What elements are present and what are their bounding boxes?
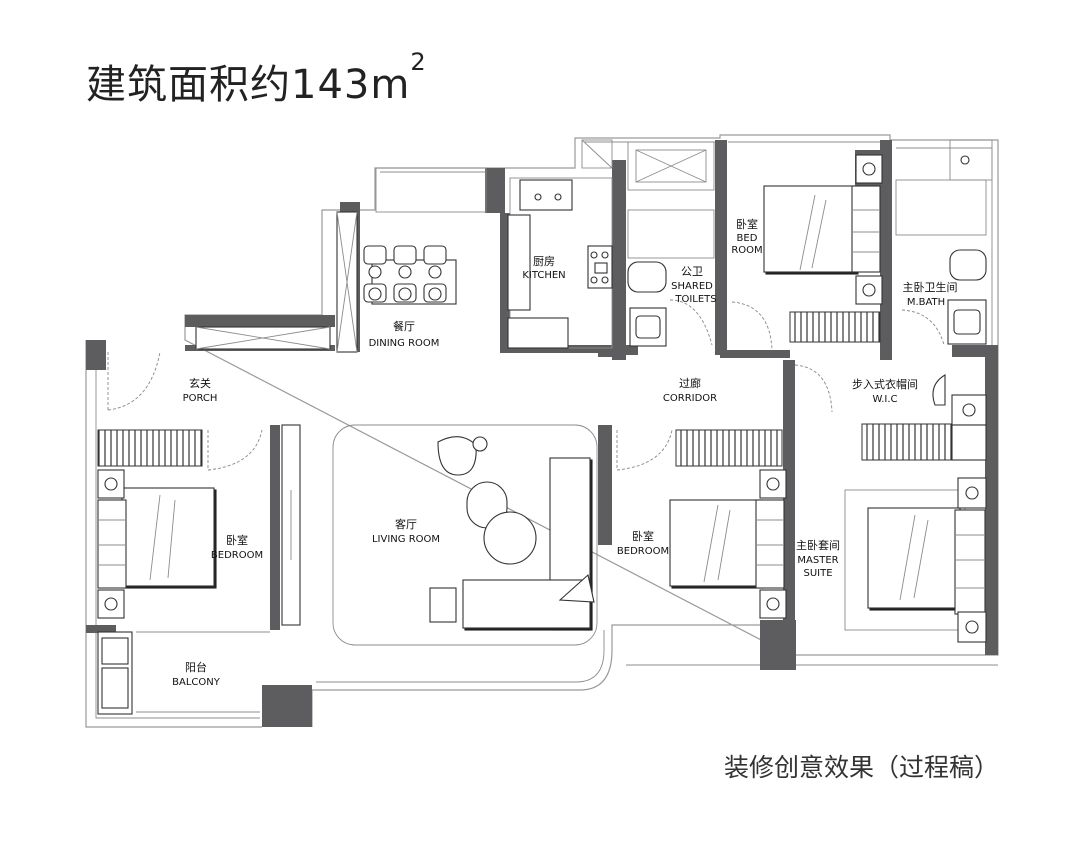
sofa-short [462, 579, 591, 629]
armchair [429, 587, 457, 623]
label-kitchen-cn: 厨房 [533, 255, 555, 268]
top-bedroom-area [731, 154, 883, 351]
label-kitchen-en: KITCHEN [522, 270, 565, 281]
room-labels: 餐厅 DINING ROOM 厨房 KITCHEN 公卫 SHARED TOIL… [172, 217, 957, 688]
left-bedroom-area [97, 424, 301, 626]
mid-bedroom-area [616, 429, 787, 619]
master-suite-area [844, 477, 987, 643]
title-text: 建筑面积约143m [86, 62, 411, 108]
wardrobe-top [789, 311, 881, 343]
toilet-master [949, 249, 987, 281]
label-bedroom-left-en: BEDROOM [211, 550, 263, 561]
label-master-suite-en1: MASTER [797, 555, 838, 566]
label-mbath-en: M.BATH [907, 297, 945, 308]
label-bedroom-mid-en: BEDROOM [617, 546, 669, 557]
bed-mid [669, 499, 763, 587]
label-wic-en: W.I.C [872, 394, 897, 405]
label-wic-cn: 步入式衣帽间 [852, 377, 918, 391]
label-master-suite-en2: SUITE [803, 568, 832, 579]
label-shared-toilet-en1: SHARED [671, 281, 713, 292]
label-bedroom-top-en1: BED [737, 233, 758, 244]
kitchen-area [507, 177, 613, 349]
label-living-en: LIVING ROOM [372, 534, 440, 545]
dining-area [195, 167, 487, 353]
label-bedroom-left-cn: 卧室 [226, 533, 248, 547]
wic-area [794, 364, 987, 461]
bed-top [763, 185, 857, 273]
label-bedroom-top-en2: ROOM [731, 245, 762, 256]
dining-chairs [363, 245, 447, 303]
wardrobe-mid [675, 429, 783, 467]
label-balcony-en: BALCONY [172, 677, 221, 688]
living-room-area [332, 424, 598, 646]
outer-outline [85, 134, 999, 728]
toilet-shared [627, 261, 667, 293]
label-bedroom-top-cn: 卧室 [736, 217, 758, 231]
balcony-area [97, 631, 270, 715]
label-master-suite-cn: 主卧套间 [796, 539, 840, 552]
label-living-cn: 客厅 [395, 517, 417, 531]
caption: 装修创意效果（过程稿） [724, 753, 1000, 782]
bed-left [121, 487, 215, 587]
wardrobe-left [97, 429, 203, 467]
label-porch-cn: 玄关 [189, 376, 211, 390]
label-dining-cn: 餐厅 [393, 319, 415, 333]
kitchen-sink [519, 179, 573, 211]
label-balcony-cn: 阳台 [185, 660, 207, 674]
coffee-table [483, 511, 537, 565]
wic-wardrobe [861, 423, 953, 461]
label-dining-en: DINING ROOM [369, 338, 440, 349]
walls [86, 140, 998, 727]
label-corridor-cn: 过廊 [679, 376, 701, 390]
label-shared-toilet-cn: 公卫 [681, 265, 703, 278]
page-title: 建筑面积约143m2 [86, 48, 427, 110]
bed-master [867, 507, 961, 609]
label-mbath-cn: 主卧卫生间 [903, 280, 958, 294]
label-shared-toilet-en2: TOILETS [674, 294, 716, 305]
shared-toilet-area [581, 139, 715, 347]
label-porch-en: PORCH [183, 393, 218, 404]
label-bedroom-mid-cn: 卧室 [632, 529, 654, 543]
label-corridor-en: CORRIDOR [663, 393, 717, 404]
lounge-chair [437, 436, 477, 476]
title-superscript: 2 [410, 48, 427, 76]
master-bath-area [895, 139, 993, 346]
porch-area [107, 351, 161, 411]
